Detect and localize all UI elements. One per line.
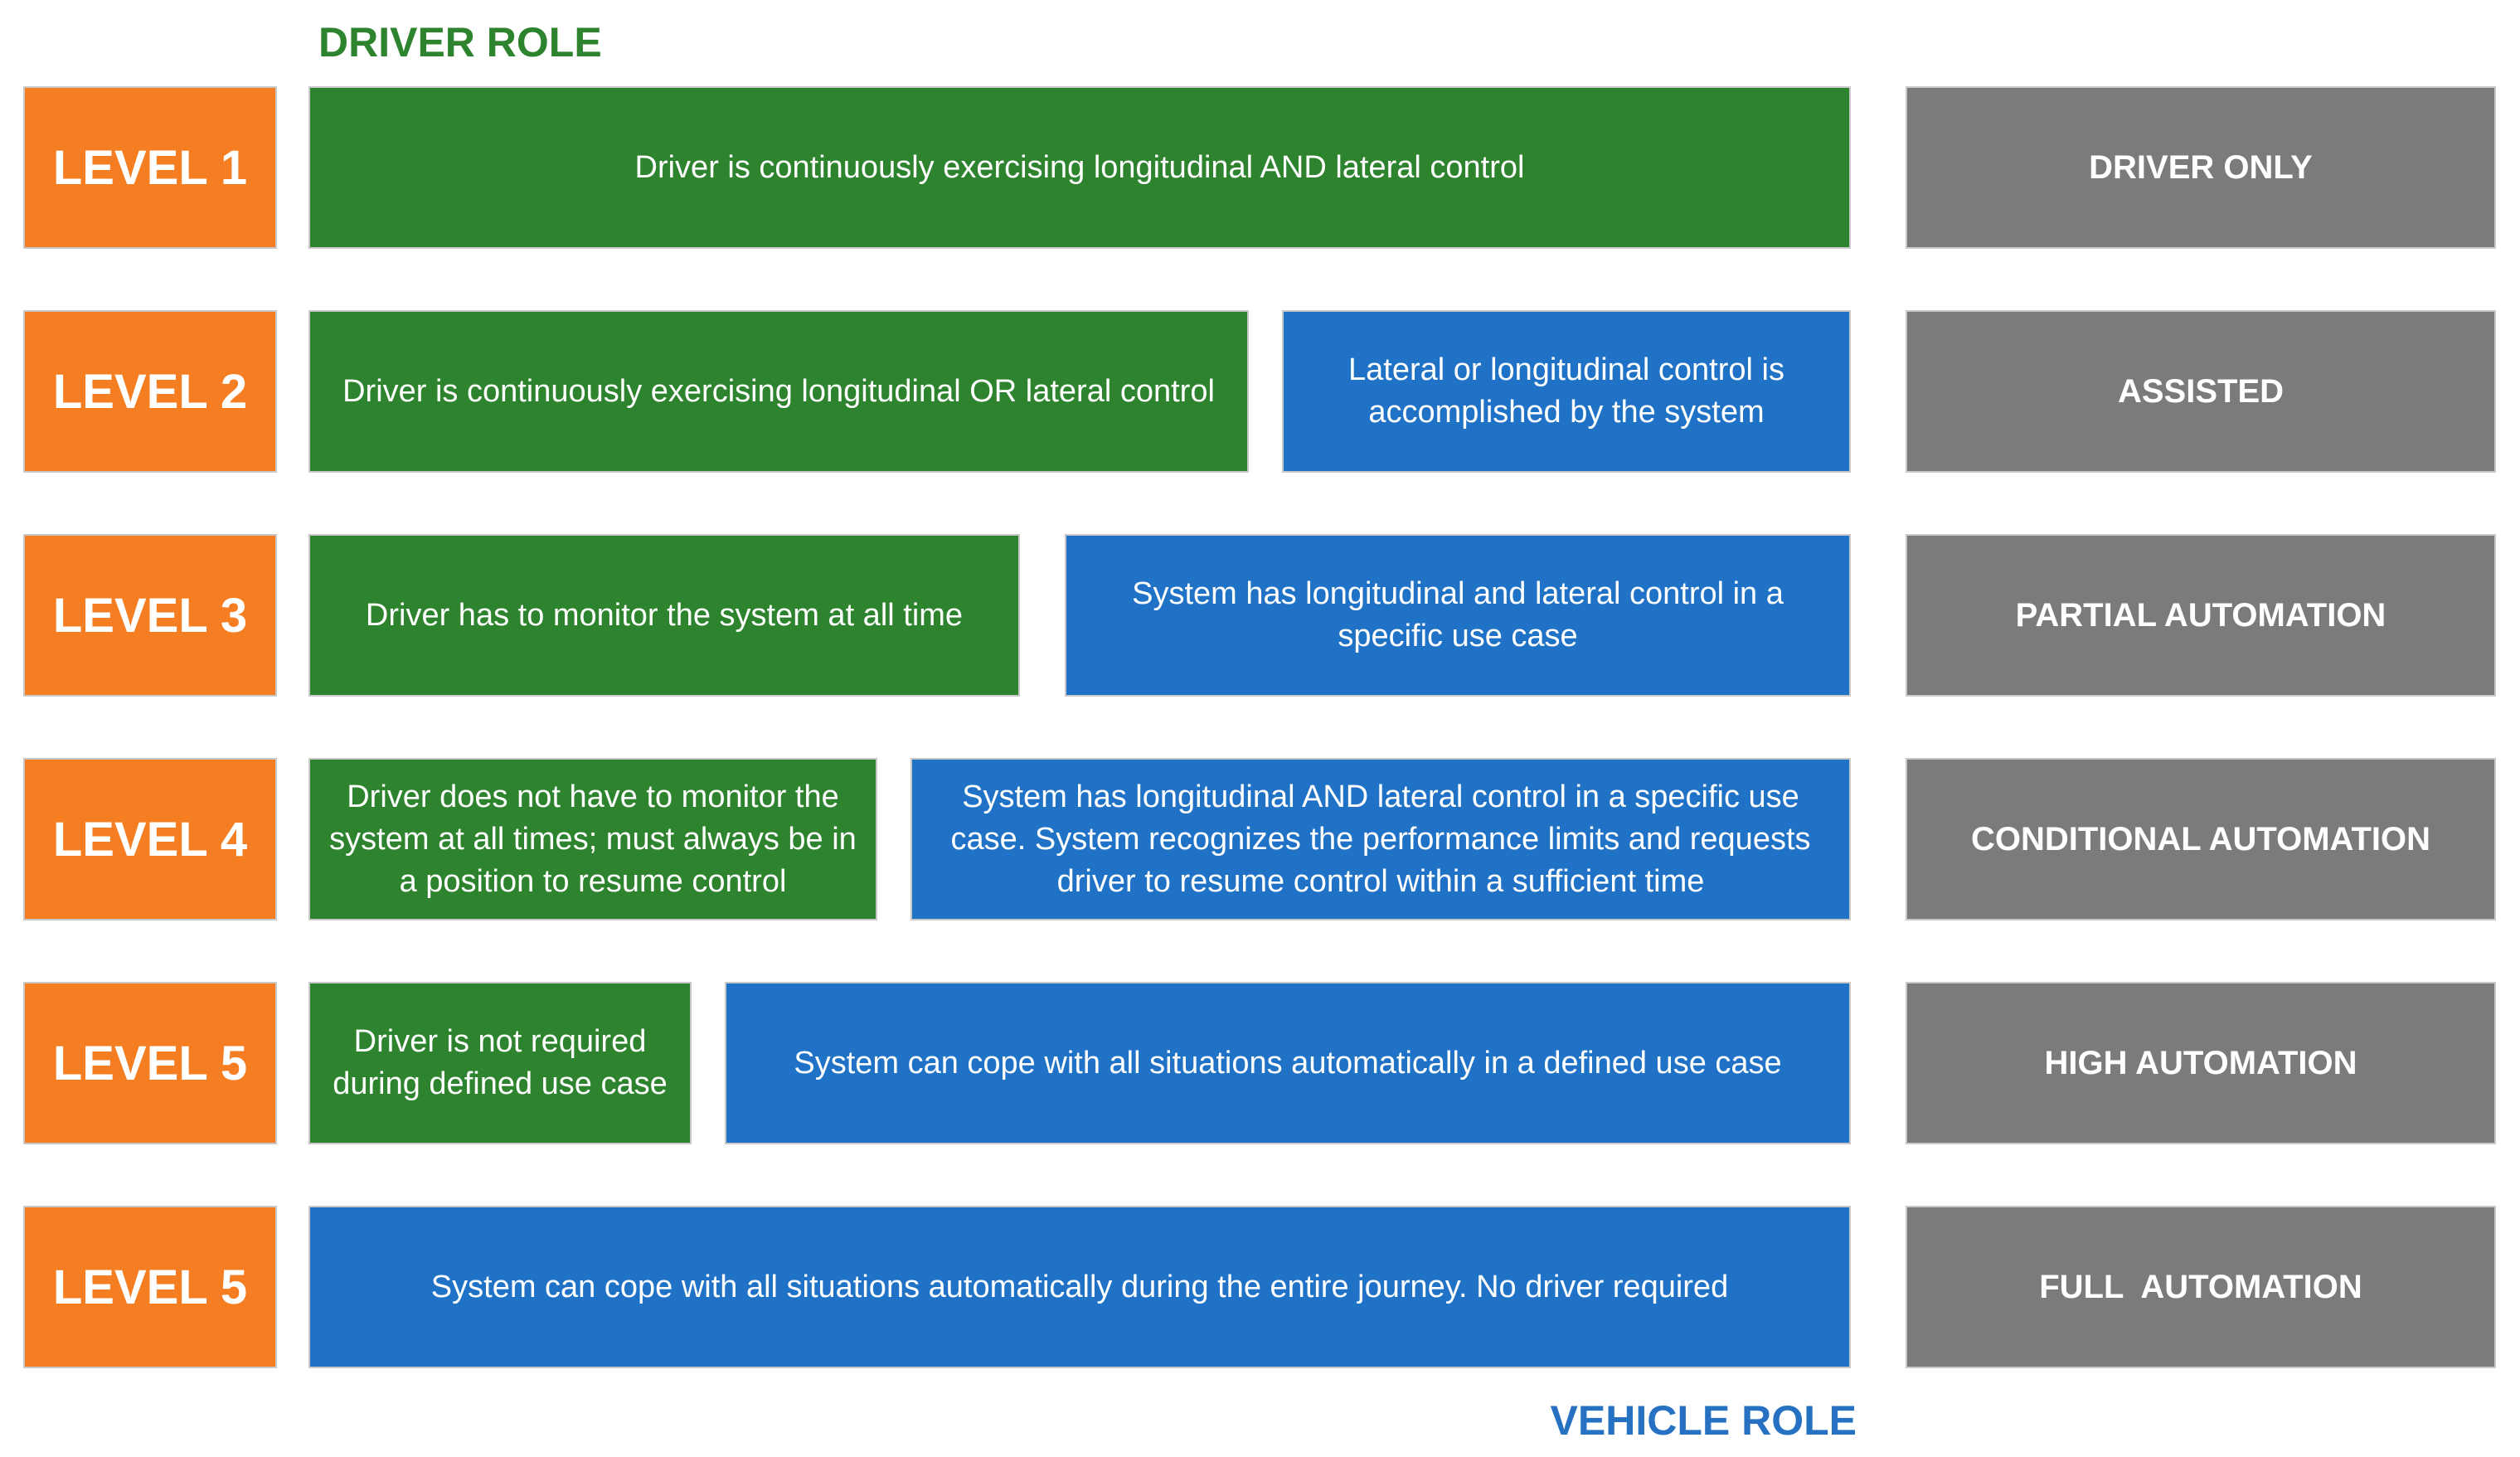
- driver-role-box: Driver does not have to monitor the syst…: [308, 758, 877, 920]
- automation-category: CONDITIONAL AUTOMATION: [1906, 758, 2496, 920]
- level-label: LEVEL 3: [23, 534, 277, 697]
- level-row-5-full: LEVEL 5 System can cope with all situati…: [0, 1206, 2520, 1372]
- level-label: LEVEL 1: [23, 86, 277, 249]
- driver-role-box: Driver is continuously exercising longit…: [308, 310, 1249, 473]
- level-row-3: LEVEL 3 Driver has to monitor the system…: [0, 534, 2520, 700]
- automation-category: PARTIAL AUTOMATION: [1906, 534, 2496, 697]
- level-label: LEVEL 4: [23, 758, 277, 920]
- level-row-1: LEVEL 1 Driver is continuously exercisin…: [0, 86, 2520, 252]
- driver-role-box: Driver has to monitor the system at all …: [308, 534, 1020, 697]
- system-role-box: System can cope with all situations auto…: [308, 1206, 1851, 1368]
- driver-role-box: Driver is not required during defined us…: [308, 982, 692, 1144]
- automation-category: FULL AUTOMATION: [1906, 1206, 2496, 1368]
- system-role-box: System can cope with all situations auto…: [725, 982, 1851, 1144]
- level-label: LEVEL 5: [23, 1206, 277, 1368]
- automation-category: ASSISTED: [1906, 310, 2496, 473]
- system-role-box: Lateral or longitudinal control is accom…: [1282, 310, 1851, 473]
- system-role-box: System has longitudinal AND lateral cont…: [910, 758, 1851, 920]
- level-label: LEVEL 2: [23, 310, 277, 473]
- automation-category: HIGH AUTOMATION: [1906, 982, 2496, 1144]
- level-label: LEVEL 5: [23, 982, 277, 1144]
- driver-role-title: DRIVER ROLE: [318, 19, 602, 66]
- vehicle-role-title: VEHICLE ROLE: [1550, 1397, 1857, 1444]
- level-row-4: LEVEL 4 Driver does not have to monitor …: [0, 758, 2520, 924]
- level-row-5-high: LEVEL 5 Driver is not required during de…: [0, 982, 2520, 1148]
- automation-category: DRIVER ONLY: [1906, 86, 2496, 249]
- level-row-2: LEVEL 2 Driver is continuously exercisin…: [0, 310, 2520, 476]
- system-role-box: System has longitudinal and lateral cont…: [1065, 534, 1851, 697]
- driver-role-box: Driver is continuously exercising longit…: [308, 86, 1851, 249]
